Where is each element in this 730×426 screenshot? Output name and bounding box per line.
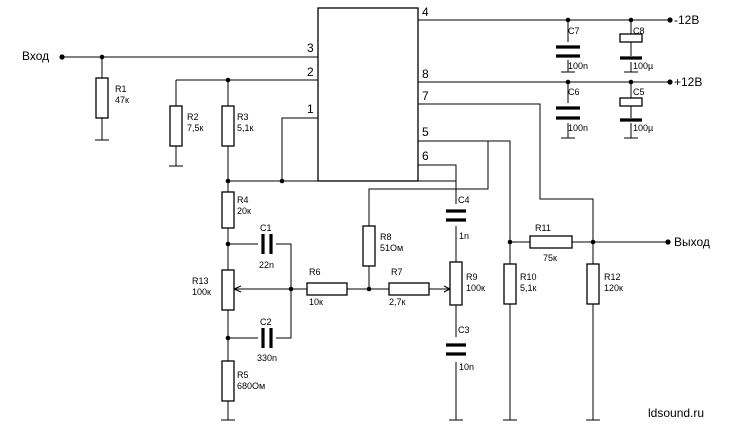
ic-body — [317, 7, 419, 182]
c3-plates — [446, 343, 466, 356]
r13-ref: R13 — [192, 276, 209, 286]
r10-ref: R10 — [520, 272, 537, 282]
capacitors — [261, 33, 643, 356]
c7-ref: C7 — [568, 26, 580, 36]
r1-ref: R1 — [115, 84, 127, 94]
junctions — [59, 17, 673, 341]
c4-value: 1n — [459, 231, 469, 241]
r9-wiper-arrow — [443, 285, 451, 293]
c2-plates — [261, 328, 273, 348]
c2-ref: C2 — [260, 317, 272, 327]
c8-value: 100µ — [633, 61, 653, 71]
r13-wiper-arrow — [233, 285, 242, 293]
c1-plates — [261, 234, 273, 254]
c3-value: 10n — [459, 362, 474, 372]
wires — [62, 19, 670, 420]
neg-supply-terminal — [667, 17, 673, 23]
r2-value: 7,5к — [187, 123, 204, 133]
pos-supply-label: +12В — [674, 75, 702, 89]
r8-ref: R8 — [380, 232, 392, 242]
r9-ref: R9 — [466, 272, 478, 282]
r6-ref: R6 — [309, 267, 321, 277]
ic-pin-5: 5 — [422, 125, 429, 139]
r4-body — [221, 191, 235, 229]
ground-symbols — [221, 71, 638, 421]
r4-value: 20к — [237, 206, 251, 216]
r9-value: 100к — [466, 283, 485, 293]
r11-ref: R11 — [535, 223, 551, 233]
r6-value: 10к — [309, 297, 323, 307]
c6-value: 100n — [568, 123, 588, 133]
c6-plates — [556, 106, 580, 120]
c5-value: 100µ — [633, 123, 653, 133]
ic-pin-8: 8 — [422, 67, 429, 81]
input-label: Вход — [22, 49, 49, 63]
c5-plate-positive — [619, 97, 643, 107]
r11-body — [529, 235, 573, 249]
r7-ref: R7 — [391, 267, 403, 277]
c7-plates — [556, 45, 580, 58]
c2-value: 330n — [257, 353, 277, 363]
neg-supply-label: -12В — [674, 13, 699, 27]
r3-ref: R3 — [237, 112, 249, 122]
r7-value: 2,7к — [389, 297, 406, 307]
r13-value: 100к — [192, 287, 211, 297]
r2-ref: R2 — [187, 112, 199, 122]
resistors — [95, 77, 600, 402]
r4-ref: R4 — [237, 195, 249, 205]
c1-value: 22n — [259, 260, 274, 270]
ic-pin-1: 1 — [307, 102, 314, 116]
output-terminal — [665, 239, 671, 245]
r10-body — [503, 263, 517, 305]
r5-body — [221, 360, 235, 402]
r7-body — [388, 282, 430, 296]
r8-value: 51Ом — [380, 243, 403, 253]
r1-body — [95, 77, 109, 119]
r3-value: 5,1к — [237, 123, 254, 133]
r10-value: 5,1к — [520, 283, 537, 293]
ic-pin-6: 6 — [422, 149, 429, 163]
c5-ref: C5 — [633, 87, 645, 97]
c4-plates — [446, 209, 466, 222]
r5-value: 680Ом — [237, 381, 265, 391]
r12-ref: R12 — [604, 272, 621, 282]
output-label: Выход — [674, 235, 710, 249]
pos-supply-terminal — [667, 79, 673, 85]
r11-value: 75к — [543, 253, 557, 263]
r5-ref: R5 — [237, 370, 249, 380]
r9-body — [449, 261, 463, 306]
c1-ref: C1 — [260, 223, 272, 233]
ic-pin-7: 7 — [422, 89, 429, 103]
r8-body — [362, 225, 376, 267]
watermark: ldsound.ru — [648, 406, 704, 420]
c6-ref: C6 — [568, 87, 580, 97]
ic-pin-4: 4 — [422, 5, 429, 19]
r6-body — [306, 282, 348, 296]
c8-ref: C8 — [633, 26, 645, 36]
ic-pin-3: 3 — [307, 41, 314, 55]
c4-ref: C4 — [458, 195, 470, 205]
r1-value: 47к — [115, 95, 129, 105]
c7-value: 100n — [568, 61, 588, 71]
r2-body — [169, 105, 183, 147]
input-terminal — [59, 54, 65, 60]
c3-ref: C3 — [458, 325, 470, 335]
ic-pin-2: 2 — [307, 65, 314, 79]
r13-body — [221, 269, 235, 311]
r12-body — [586, 263, 600, 305]
r3-body — [221, 105, 235, 147]
r12-value: 120к — [604, 283, 623, 293]
